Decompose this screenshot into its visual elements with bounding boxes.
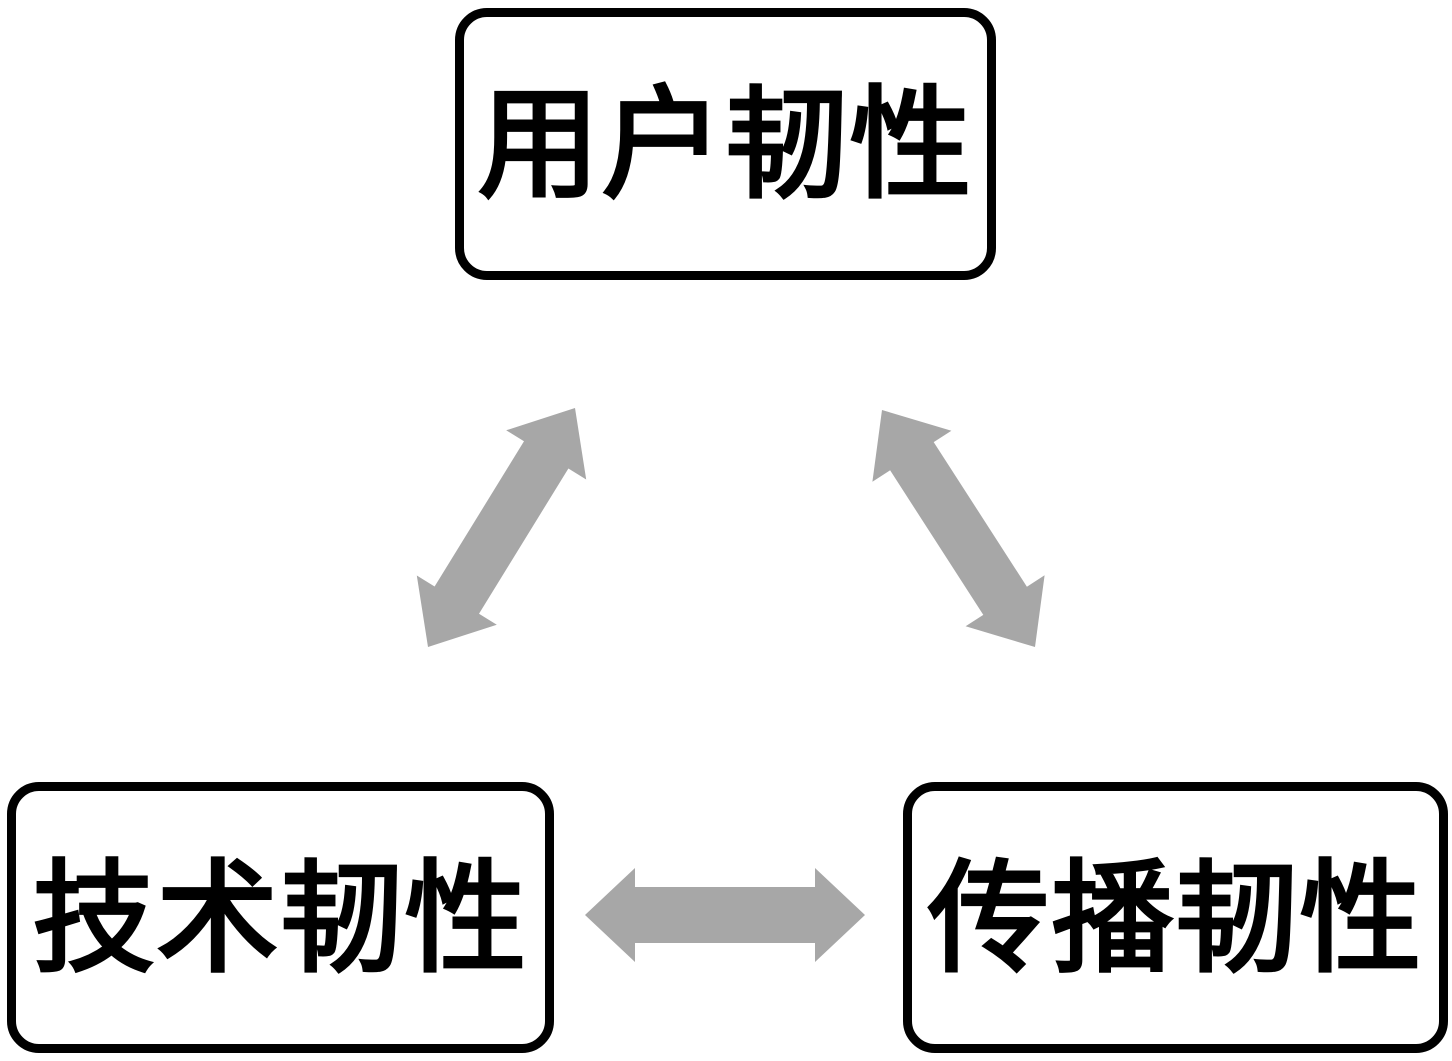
node-technology-resilience: 技术韧性 [7, 782, 554, 1053]
double-arrow-user-communication-icon [872, 410, 1045, 647]
node-user-resilience-label: 用户韧性 [477, 72, 974, 216]
double-arrow-technology-communication-icon [585, 868, 865, 962]
node-communication-resilience-label: 传播韧性 [927, 845, 1424, 990]
node-technology-resilience-label: 技术韧性 [32, 845, 529, 990]
node-communication-resilience: 传播韧性 [903, 782, 1448, 1053]
node-user-resilience: 用户韧性 [455, 8, 996, 280]
double-arrow-user-technology-icon [416, 408, 587, 647]
